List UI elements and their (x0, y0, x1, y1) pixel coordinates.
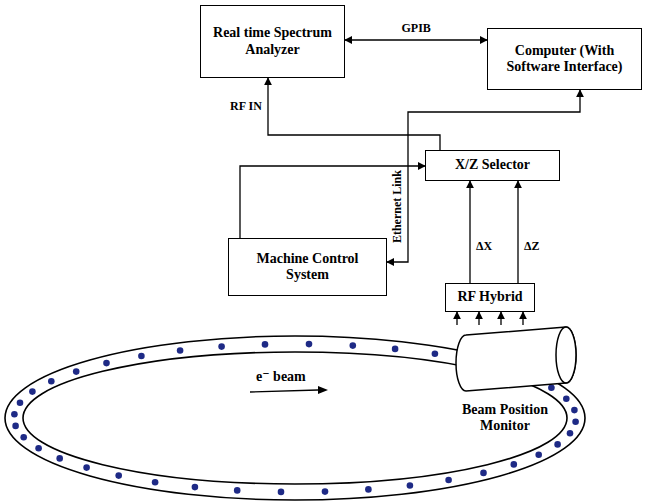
electron-bunch (192, 484, 199, 491)
electron-bunch (20, 434, 27, 441)
beam-arrowhead (318, 386, 328, 394)
beam-direction-arrow (250, 390, 318, 392)
rf-hybrid-box: RF Hybrid (445, 283, 535, 312)
electron-bunch (278, 489, 285, 496)
electron-bunch (152, 479, 159, 486)
electron-bunch (571, 407, 578, 414)
selector-box: X/Z Selector (425, 150, 560, 181)
electron-bunch (563, 395, 570, 402)
electron-bunch (535, 452, 542, 459)
node-label: Real time Spectrum Analyzer (207, 25, 338, 57)
electron-bunch (73, 368, 80, 375)
computer-box: Computer (With Software Interface) (487, 28, 642, 90)
electron-bunch (572, 418, 579, 425)
signal-label: Ethernet Link (390, 168, 403, 245)
node-label: RF Hybrid (457, 289, 522, 305)
electron-bunch (218, 343, 225, 350)
signal-label: RF IN (228, 100, 264, 113)
electron-bunch (262, 341, 269, 348)
signal-label: ΔX (474, 240, 494, 253)
beam-label: e⁻ beam (256, 368, 306, 385)
electron-bunch (56, 455, 63, 462)
electron-bunch (83, 464, 90, 471)
electron-bunch (554, 441, 561, 448)
connector (268, 78, 440, 150)
electron-bunch (29, 388, 36, 395)
connector (345, 39, 487, 40)
bpm-cylinder (452, 325, 582, 397)
electron-bunch (234, 487, 241, 494)
node-label: Beam Position Monitor (455, 402, 555, 434)
electron-bunch (407, 482, 414, 489)
electron-bunch (48, 378, 55, 385)
electron-bunch (11, 411, 18, 418)
electron-bunch (177, 347, 184, 354)
electron-bunch (392, 346, 399, 353)
node-label: Machine Control System (235, 251, 380, 283)
electron-bunch (138, 353, 145, 360)
control-system-box: Machine Control System (228, 238, 387, 296)
electron-bunch (12, 423, 19, 430)
connector (469, 181, 470, 283)
electron-bunch (350, 342, 357, 349)
electron-bunch (445, 477, 452, 484)
node-label: Computer (With Software Interface) (494, 43, 635, 75)
electron-bunch (306, 341, 313, 348)
spectrum-analyzer-box: Real time Spectrum Analyzer (200, 5, 345, 78)
signal-label: ΔZ (522, 240, 542, 253)
connector (478, 312, 479, 325)
electron-bunch (480, 470, 487, 477)
electron-bunch (115, 472, 122, 479)
signal-label: GPIB (400, 22, 433, 35)
connector (500, 312, 501, 325)
electron-bunch (432, 351, 439, 358)
electron-bunch (511, 461, 518, 468)
beam-position-monitor: Beam Position Monitor (452, 325, 582, 440)
electron-bunch (103, 360, 110, 367)
connector (456, 312, 457, 325)
node-label: X/Z Selector (455, 157, 530, 173)
electron-bunch (365, 486, 372, 493)
connector (387, 90, 580, 262)
electron-bunch (322, 488, 329, 495)
electron-bunch (567, 430, 574, 437)
electron-bunch (548, 384, 555, 391)
electron-bunch (17, 400, 24, 407)
electron-bunch (35, 445, 42, 452)
connector (522, 312, 523, 325)
connector (517, 181, 518, 283)
